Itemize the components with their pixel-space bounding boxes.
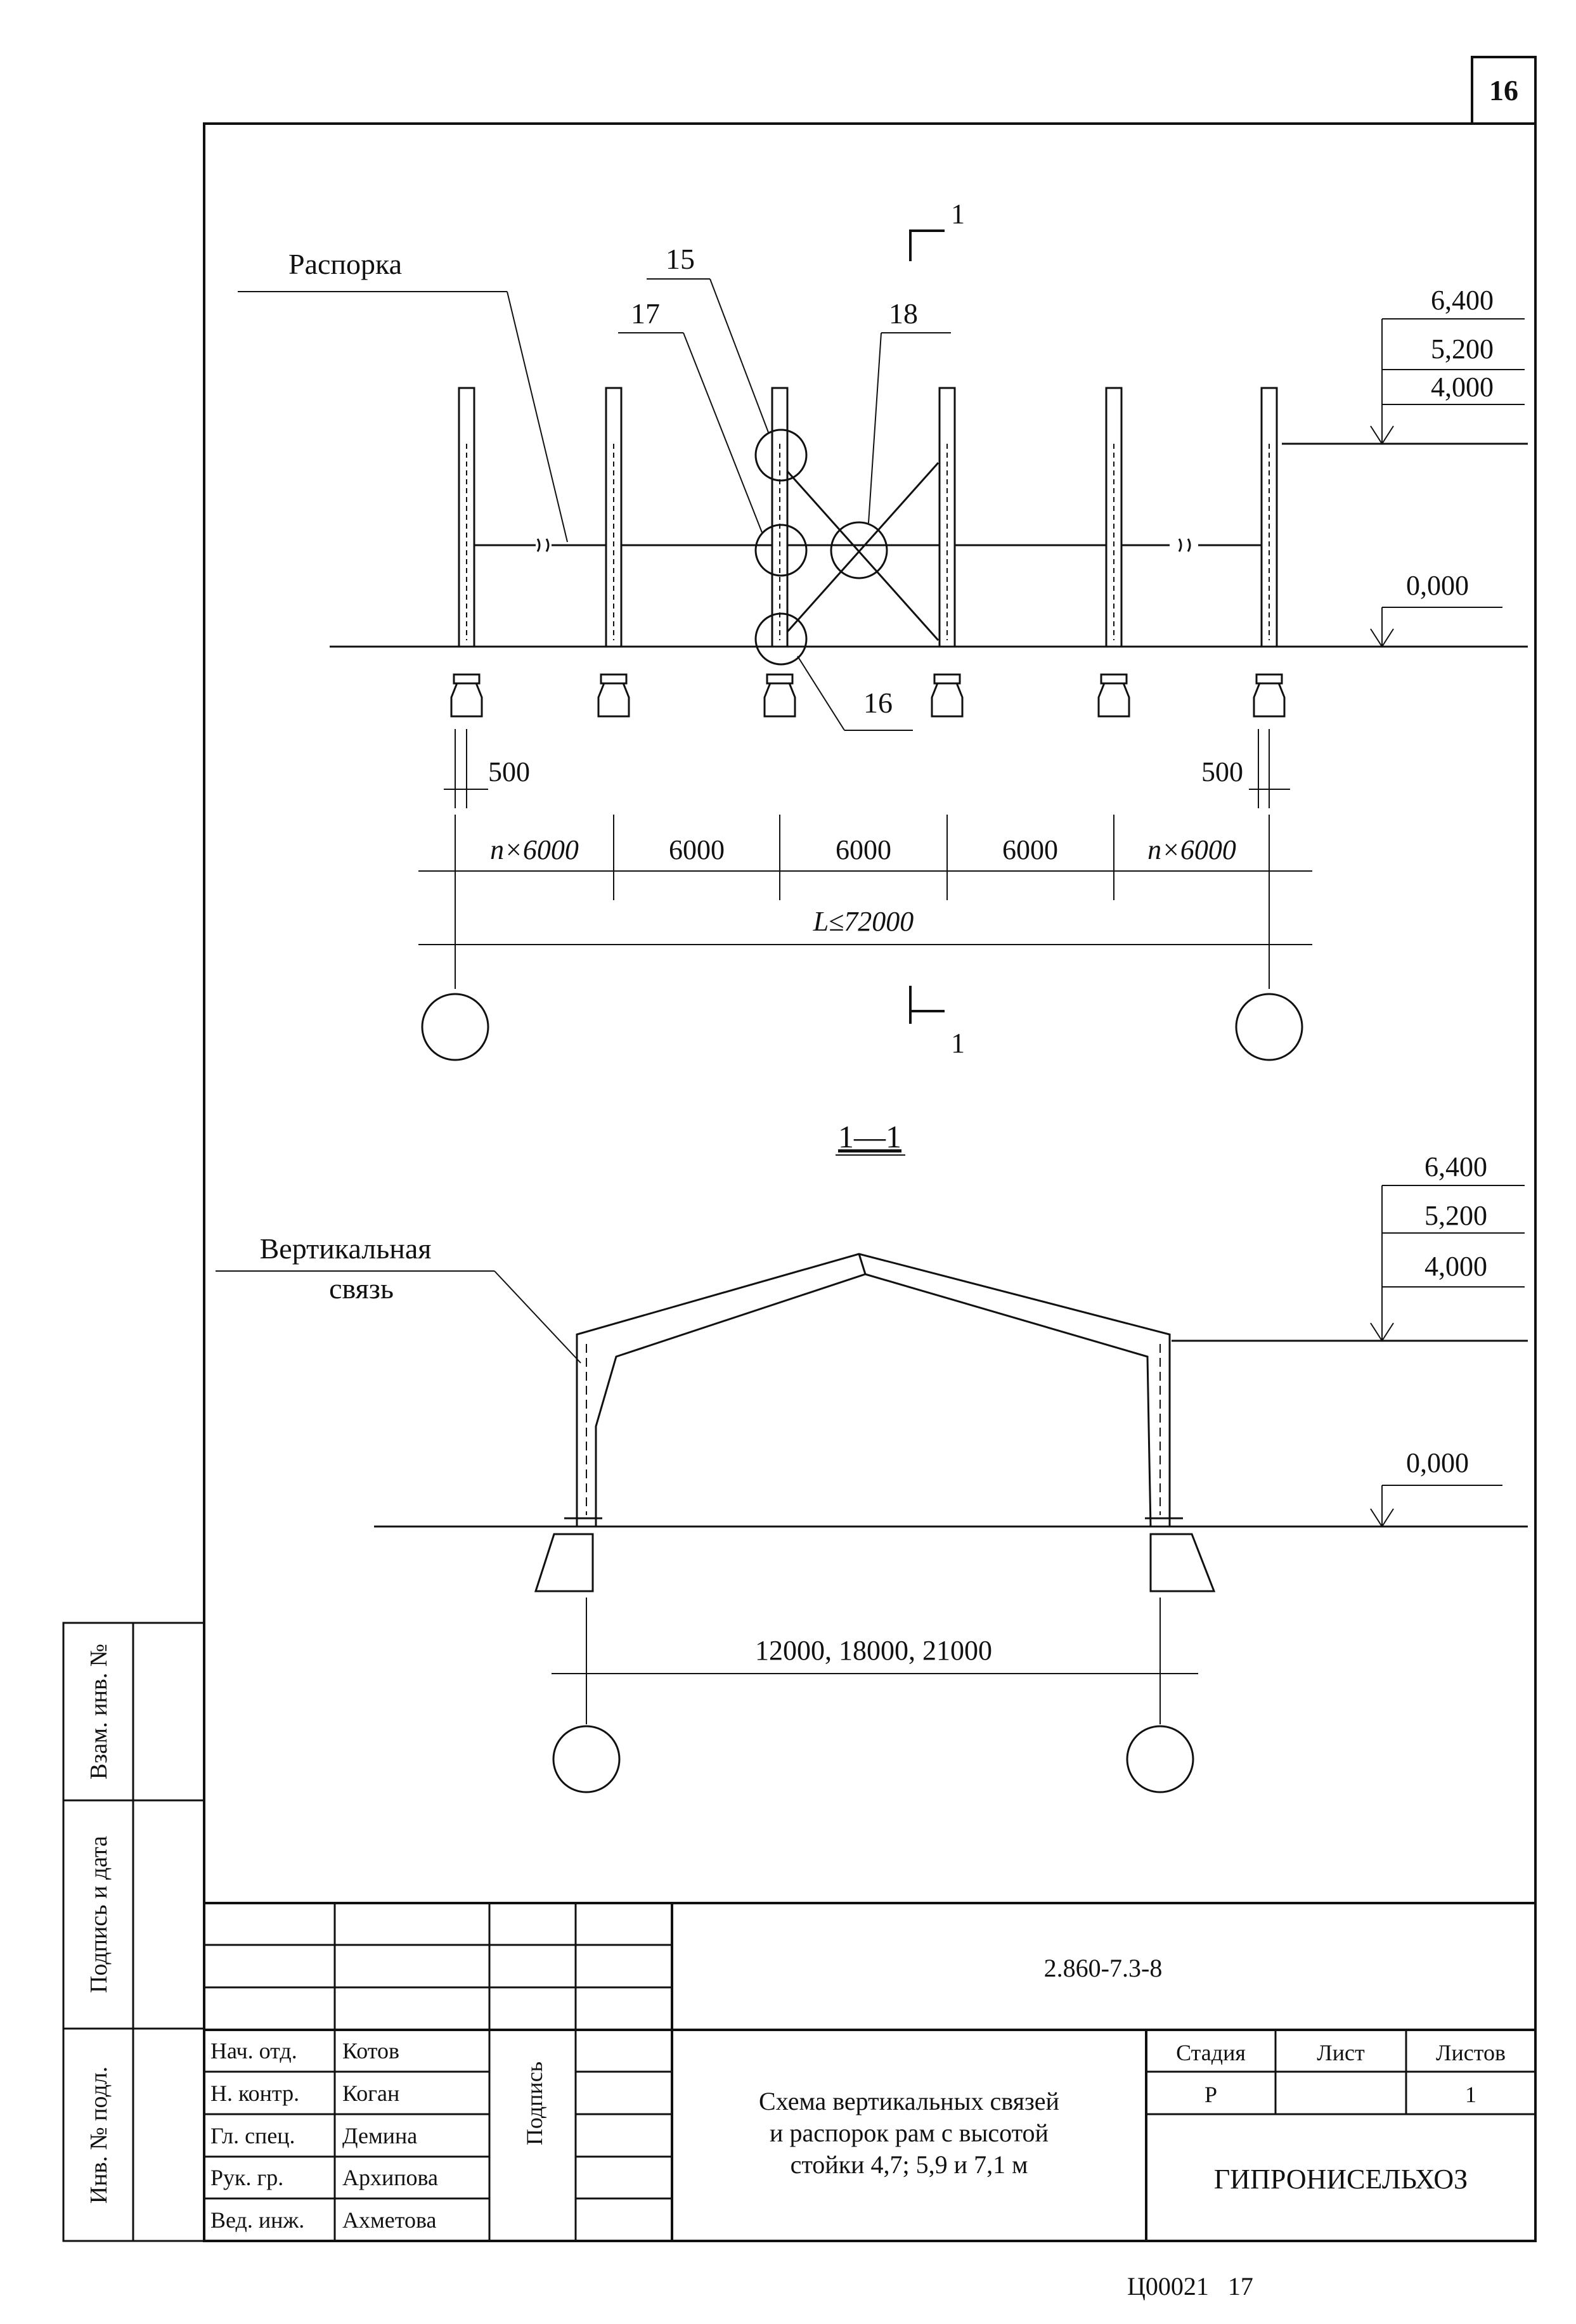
footer-code: Ц00021 17 [1127, 2272, 1253, 2301]
span-label-4: 6000 [1002, 834, 1058, 865]
name-1: Котов [342, 2038, 399, 2063]
offset-right-label: 500 [1201, 756, 1243, 787]
section-elevation-2: 5,200 [1424, 1200, 1487, 1231]
plan-view: 1 1 [238, 198, 1528, 1061]
section-elevation-3: 4,000 [1424, 1251, 1487, 1282]
section-zero-elevation: 0,000 [1370, 1447, 1502, 1528]
offset-left-label: 500 [488, 756, 530, 787]
section-axis-marker-left [552, 1725, 621, 1793]
plan-column-5 [1097, 387, 1130, 718]
doc-code: 2.860-7.3-8 [1044, 1954, 1163, 1982]
detail-circle-17 [754, 524, 808, 577]
section-cut-label-top: 1 [951, 198, 965, 229]
drawing-title-line-3: стойки 4,7; 5,9 и 7,1 м [791, 2150, 1028, 2179]
frame-inner-outline [595, 1273, 1152, 1527]
plan-elevation-1: 6,400 [1431, 285, 1494, 316]
section-view: 1—1 Вертикальная связь [216, 1119, 1528, 1793]
detail-circle-15 [754, 429, 808, 482]
role-4: Рук. гр. [210, 2165, 283, 2190]
stage-label: Стадия [1176, 2040, 1246, 2065]
name-4: Архипова [342, 2165, 438, 2190]
section-cut-label-bottom: 1 [951, 1028, 965, 1059]
section-cut-top: 1 [909, 198, 965, 261]
role-3: Гл. спец. [210, 2123, 295, 2148]
name-2: Коган [342, 2081, 399, 2106]
title-block: 2.860-7.3-8 Нач. отд. Н. контр. Гл. спец… [204, 1902, 1535, 2241]
bracing-strut-label: Распорка [288, 248, 402, 280]
callout-18-label: 18 [889, 297, 918, 330]
offset-dim-left: 500 [444, 729, 530, 808]
plan-axis-marker-right [1235, 993, 1303, 1061]
role-1: Нач. отд. [210, 2038, 297, 2063]
organization-name: ГИПРОНИСЕЛЬХОЗ [1214, 2164, 1468, 2195]
plan-axis-marker-left [421, 993, 489, 1061]
total-length-dimension: L≤72000 [418, 900, 1312, 989]
replaced-inv-label: Взам. инв. № [86, 1644, 112, 1779]
frame-outer-outline [576, 1253, 1171, 1527]
plan-column-1 [450, 387, 483, 718]
section-zero-label: 0,000 [1406, 1447, 1469, 1478]
bracing-strut-line [472, 538, 1262, 552]
callout-18: 18 [868, 297, 951, 524]
plan-column-6 [1253, 387, 1286, 718]
plan-column-2 [597, 387, 630, 718]
drawing-title-line-1: Схема вертикальных связей [759, 2087, 1059, 2115]
vertical-bracing-callout: Вертикальная связь [216, 1232, 581, 1364]
callout-17-label: 17 [631, 297, 660, 330]
section-elevation-stack: 6,400 5,200 4,000 [1172, 1151, 1528, 1342]
drawing-title-line-2: и распорок рам с высотой [770, 2119, 1049, 2147]
plan-elevation-3: 4,000 [1431, 371, 1494, 403]
x-brace [778, 462, 940, 641]
original-inv-label: Инв. № подл. [86, 2067, 112, 2204]
sheets-label: Листов [1436, 2040, 1506, 2065]
callout-16: 16 [797, 655, 913, 731]
section-elevation-1: 6,400 [1424, 1151, 1487, 1182]
offset-dim-right: 500 [1201, 729, 1290, 808]
stage-value: Р [1205, 2082, 1217, 2107]
sheet-frame: 16 [203, 56, 1537, 2242]
detail-circle-16 [754, 612, 808, 666]
bracing-strut-callout: Распорка [238, 248, 568, 543]
section-span-label: 12000, 18000, 21000 [755, 1635, 992, 1666]
plan-column-4 [931, 387, 964, 718]
plan-zero-label: 0,000 [1406, 570, 1469, 601]
sheet-number: 16 [1489, 74, 1518, 107]
span-dimension-chain: n×6000 6000 6000 6000 n×6000 [418, 815, 1312, 900]
name-5: Ахметова [342, 2207, 437, 2233]
role-5: Вед. инж. [210, 2207, 304, 2233]
side-stamp: Взам. инв. № Подпись и дата Инв. № подл. [62, 1622, 205, 2242]
sheets-value: 1 [1465, 2082, 1476, 2107]
section-span-dimension: 12000, 18000, 21000 [552, 1598, 1198, 1724]
callout-15-label: 15 [666, 243, 695, 275]
vertical-bracing-label-1: Вертикальная [260, 1232, 432, 1265]
plan-elevation-2: 5,200 [1431, 333, 1494, 365]
detail-circle-18 [830, 521, 888, 579]
span-label-1: n×6000 [490, 834, 579, 865]
span-label-3: 6000 [836, 834, 891, 865]
span-label-2: 6000 [669, 834, 725, 865]
callout-15: 15 [647, 243, 769, 433]
signature-date-label: Подпись и дата [86, 1836, 112, 1993]
plan-column-3 [763, 387, 796, 718]
section-title: 1—1 [838, 1119, 901, 1154]
callout-16-label: 16 [863, 687, 893, 719]
name-3: Демина [342, 2123, 417, 2148]
section-cut-bottom: 1 [909, 986, 965, 1059]
plan-elevation-stack: 6,400 5,200 4,000 [1282, 285, 1528, 445]
total-length-label: L≤72000 [813, 906, 914, 937]
sheet-label: Лист [1317, 2040, 1365, 2065]
plan-zero-elevation: 0,000 [1370, 570, 1502, 648]
foundation-right [1149, 1533, 1216, 1592]
role-2: Н. контр. [210, 2081, 299, 2106]
signature-header: Подпись [522, 2062, 547, 2145]
span-label-5: n×6000 [1147, 834, 1236, 865]
section-axis-marker-right [1126, 1725, 1194, 1793]
foundation-left [534, 1533, 594, 1592]
callout-17: 17 [618, 297, 763, 533]
vertical-bracing-label-2: связь [329, 1272, 394, 1305]
